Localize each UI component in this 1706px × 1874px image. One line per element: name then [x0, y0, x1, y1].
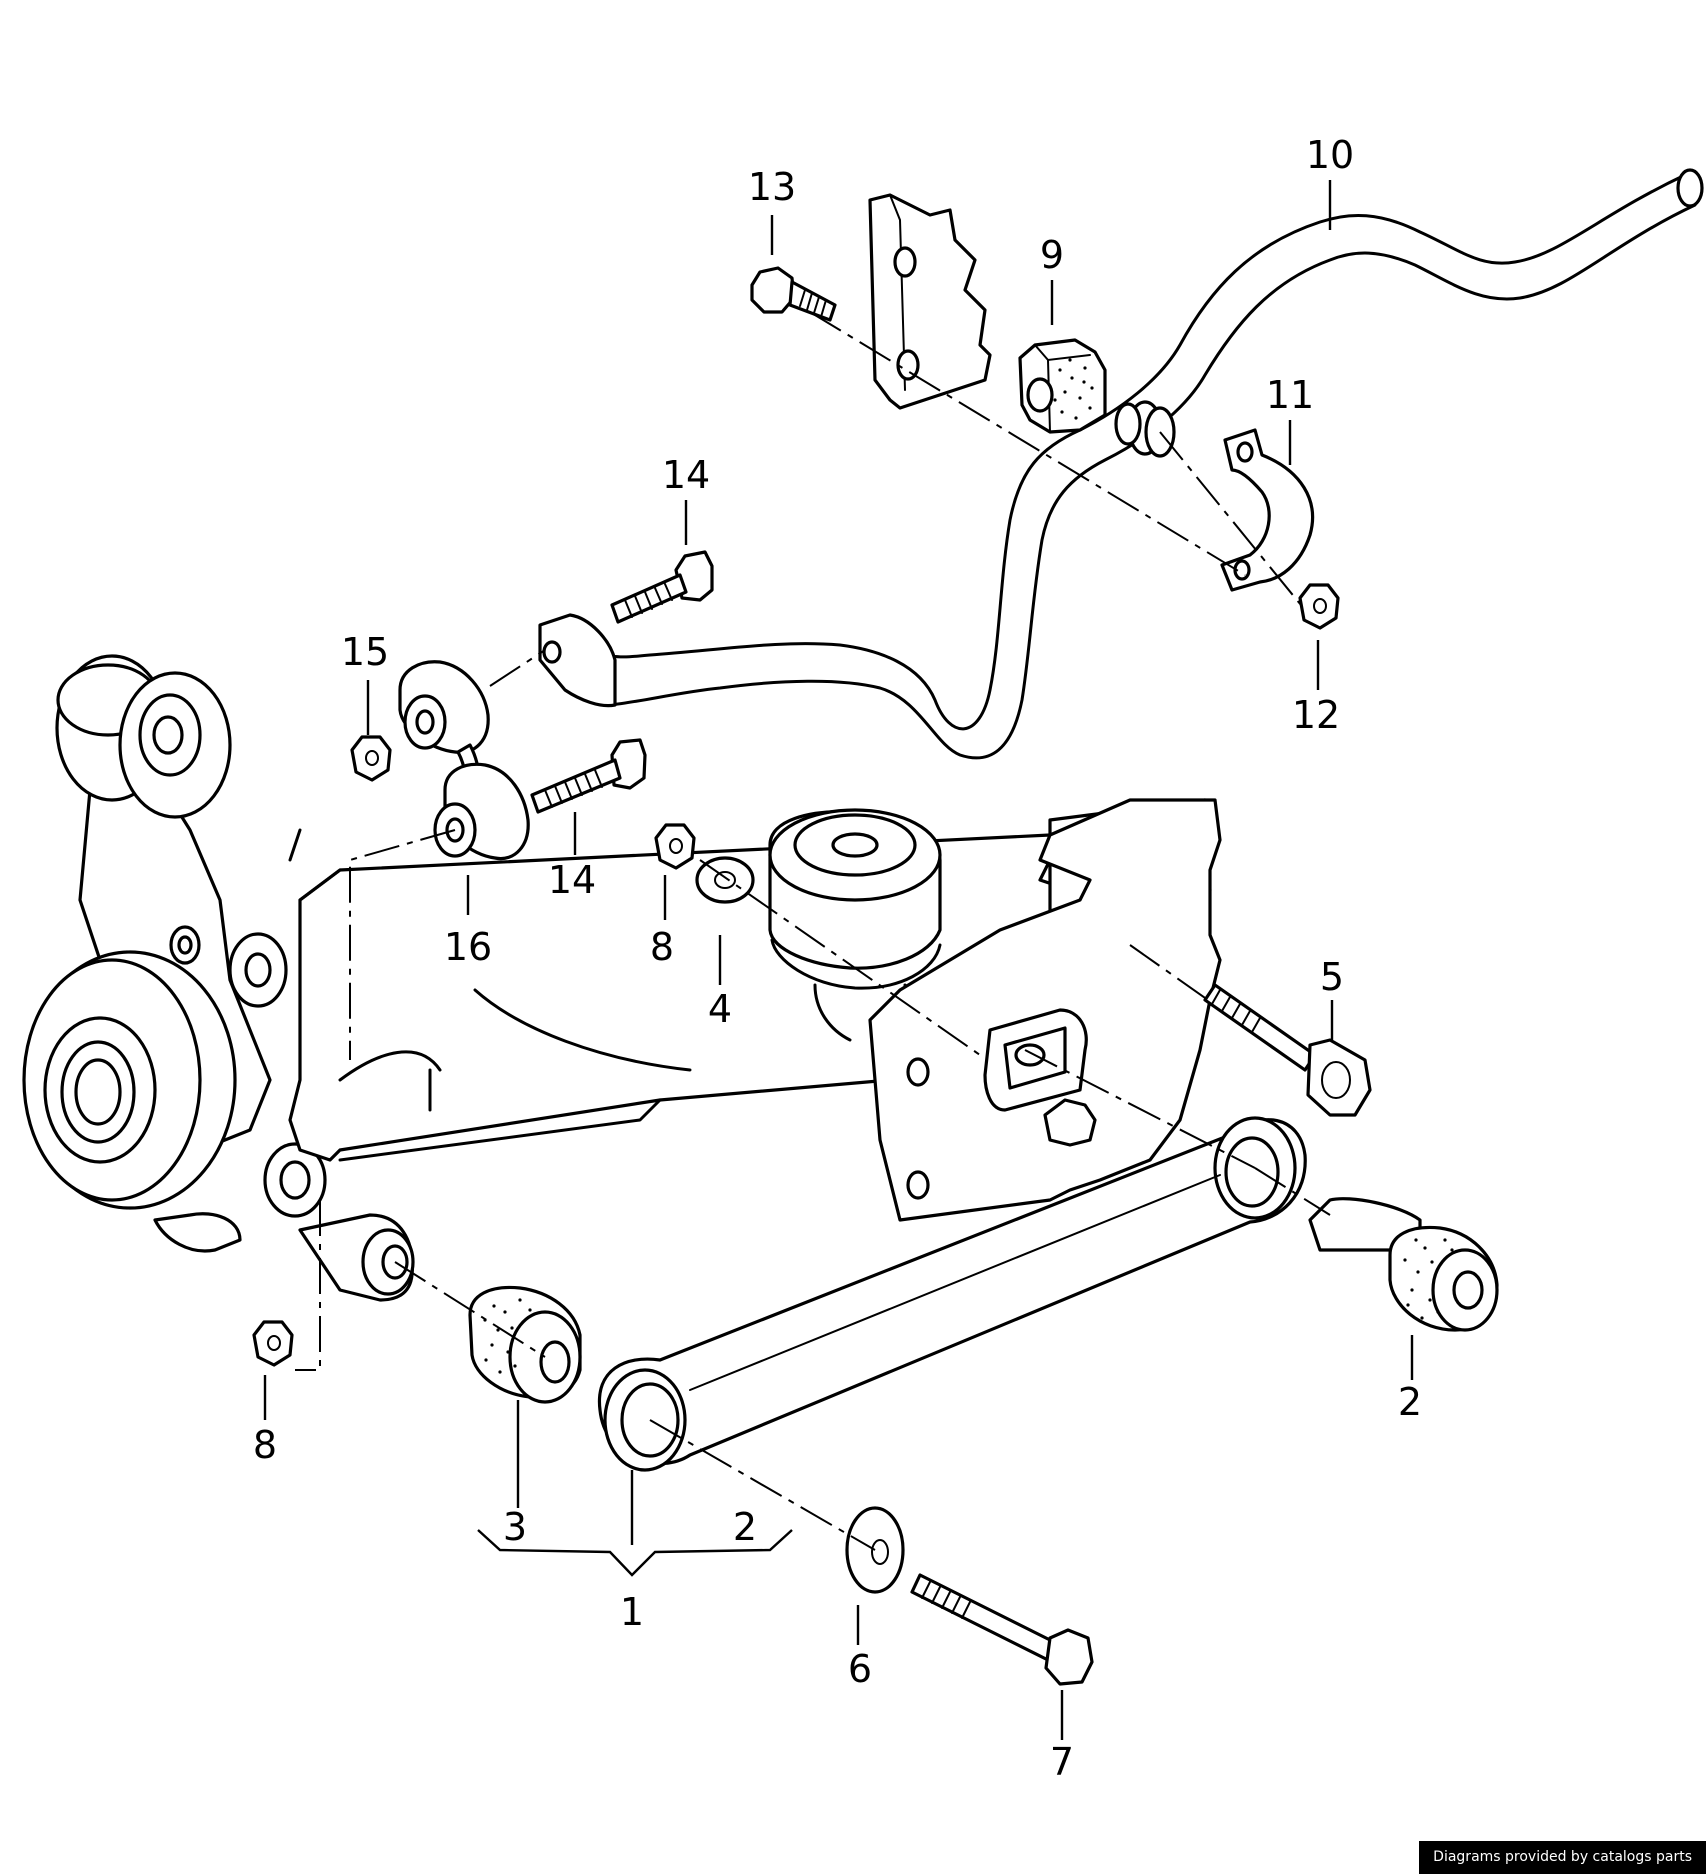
callout-14-upper: 14	[662, 453, 710, 497]
callout-16: 16	[444, 925, 492, 969]
lower-bush-holder	[298, 1213, 415, 1302]
nut-12	[1298, 583, 1340, 630]
bolt-14-lower	[530, 738, 647, 814]
washer-4	[695, 856, 755, 904]
callout-7: 7	[1050, 1740, 1074, 1784]
callout-10: 10	[1306, 133, 1354, 177]
callout-14-lower: 14	[548, 858, 596, 902]
bushing-texture	[1053, 358, 1094, 420]
callout-15: 15	[341, 630, 389, 674]
bolt-14-upper	[610, 550, 714, 624]
assembly-axes	[295, 311, 1331, 1551]
callout-4: 4	[708, 987, 732, 1031]
bolt-7	[910, 1573, 1094, 1686]
callout-labels: 13 9 10 11 12 14 15 14 16 8 4 5 2 8 3 2 …	[253, 133, 1422, 1784]
callout-12: 12	[1292, 693, 1340, 737]
coupling-link	[398, 660, 530, 861]
callout-11: 11	[1266, 373, 1314, 417]
callout-8-lower: 8	[253, 1423, 277, 1467]
bolt-5	[1203, 983, 1372, 1117]
bushing-3	[468, 1285, 582, 1404]
control-arm	[597, 1116, 1307, 1472]
bolt-13	[750, 266, 837, 322]
nut-15	[350, 735, 392, 782]
callout-9: 9	[1040, 233, 1064, 277]
callout-2-bushing: 2	[1398, 1380, 1422, 1424]
callout-13: 13	[748, 165, 796, 209]
callout-1: 1	[620, 1590, 644, 1634]
callout-2-group: 2	[733, 1505, 757, 1549]
bar-clamp	[1220, 428, 1315, 592]
nut-8-lower	[252, 1320, 294, 1367]
callout-8-upper: 8	[650, 925, 674, 969]
body-bracket	[868, 798, 1222, 1222]
leader-lines	[263, 180, 1414, 1740]
callout-6: 6	[848, 1647, 872, 1691]
nut-8-upper	[654, 823, 696, 870]
stabilizer-bar	[538, 168, 1704, 760]
bar-mount-bracket	[868, 193, 992, 410]
diagram-credit: Diagrams provided by catalogs parts	[1419, 1841, 1706, 1874]
bushing-2-texture	[1403, 1238, 1454, 1320]
callout-3: 3	[503, 1505, 527, 1549]
wheel-hub-carrier	[22, 654, 327, 1253]
callout-5: 5	[1320, 955, 1344, 999]
bar-bushing	[1018, 338, 1107, 434]
bushing-2	[1308, 1197, 1499, 1332]
